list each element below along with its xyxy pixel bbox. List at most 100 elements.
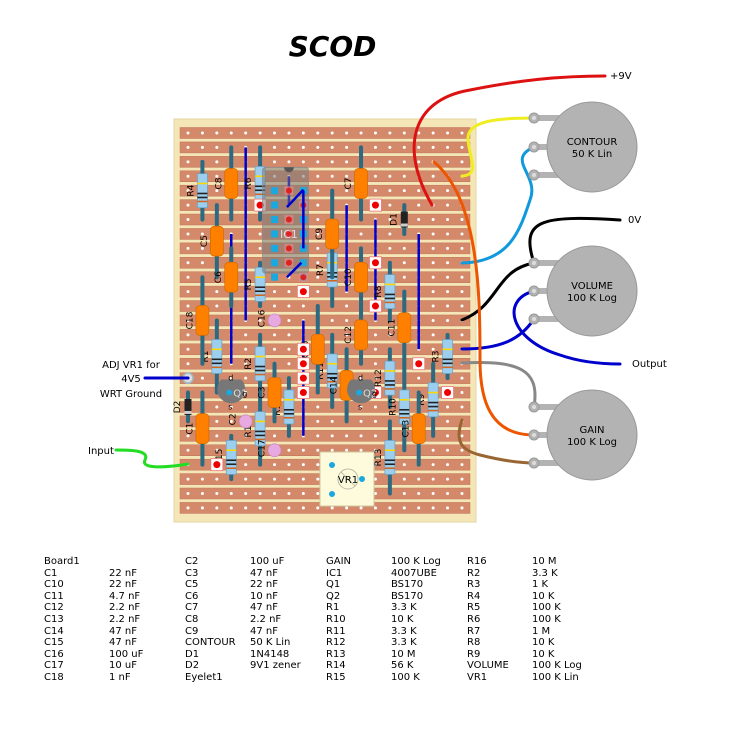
resistor-body (211, 339, 223, 374)
strip-hole (186, 145, 190, 149)
bom-row: Eyelet1 (185, 672, 301, 684)
bom-part-ref: C17 (44, 660, 64, 672)
strip-hole (431, 448, 435, 452)
strip-hole (446, 477, 450, 481)
strip-hole (258, 492, 262, 495)
bom-part-ref: GAIN (326, 556, 352, 567)
strip-hole (345, 333, 349, 337)
resistor-r1 (211, 339, 223, 374)
pot-terminal-hole (532, 116, 536, 120)
bom-part-ref: R10 (326, 613, 346, 625)
input-label: Input (88, 446, 114, 457)
copper-strip (179, 415, 471, 428)
strip-hole (446, 405, 450, 409)
capacitor-label: C10 (344, 268, 354, 286)
resistor-body (427, 382, 439, 418)
strip-hole (316, 232, 320, 236)
strip-hole (301, 160, 305, 164)
strip-hole (460, 275, 464, 279)
strip-cut-mark (299, 389, 307, 397)
color-band (255, 294, 266, 297)
pin-label-d: d (358, 374, 363, 383)
strip-hole (359, 434, 363, 438)
components: R4R6R5R1R2R7R8R11R12R3R9R10R14R16R15R13C… (173, 145, 454, 507)
strip-hole (446, 203, 450, 207)
bom-part-ref: C18 (44, 671, 64, 683)
bom-part-value: 2.2 nF (109, 613, 141, 625)
strip-hole (446, 275, 450, 279)
resistor-label: R10 (388, 398, 398, 416)
strip-hole (330, 318, 334, 322)
strip-hole (431, 506, 435, 510)
strip-hole (460, 376, 464, 380)
strip-hole (316, 434, 320, 438)
strip-hole (330, 160, 334, 164)
strip-hole (200, 506, 204, 510)
bom-part-value: 2.2 nF (250, 613, 282, 625)
ic1-chip: IC1 (262, 166, 309, 282)
bom-part-value: 47 nF (109, 637, 137, 649)
bom-part-ref: R3 (467, 579, 481, 591)
supply-label: +9V (610, 71, 632, 82)
color-band (283, 408, 294, 411)
pot-terminal-leg (534, 316, 564, 322)
copper-strip (179, 213, 471, 226)
strip-hole (301, 145, 305, 149)
wire-volume (460, 289, 622, 366)
strip-hole (446, 492, 450, 495)
pot-terminal-leg (534, 115, 564, 121)
resistor-r9 (427, 382, 439, 418)
color-band (327, 372, 338, 375)
strip-hole (258, 477, 262, 481)
strip-hole (373, 145, 377, 149)
pot-terminal-leg (534, 404, 564, 410)
ic-cut-mark (285, 245, 292, 252)
color-band (255, 355, 266, 358)
color-band (399, 412, 410, 415)
strip-hole (273, 492, 277, 495)
strip-hole (200, 261, 204, 265)
color-band (226, 459, 237, 462)
strip-hole (330, 419, 334, 423)
strip-hole (316, 419, 320, 423)
bom-part-value: 50 K Lin (250, 637, 291, 649)
color-band (384, 283, 395, 286)
bom-part-ref: C11 (44, 590, 64, 602)
color-band (428, 401, 439, 404)
strip-hole (316, 463, 320, 467)
bom-part-value: 56 K (391, 660, 414, 672)
copper-strip (179, 271, 471, 283)
resistor-body (384, 274, 396, 309)
strip-hole (215, 434, 219, 438)
strip-hole (244, 434, 248, 438)
strip-hole (287, 131, 291, 135)
strip-hole (186, 434, 190, 438)
strip-hole (258, 246, 262, 250)
strip-hole (316, 448, 320, 452)
strip-hole (460, 145, 464, 149)
bom-part-ref: C2 (185, 556, 199, 567)
strip-cut-mark (371, 201, 379, 209)
trimmer-vr1: VR1 (319, 451, 375, 507)
strip-hole (431, 218, 435, 222)
strip-hole (215, 174, 219, 178)
diode-band (184, 410, 192, 414)
strip-hole (287, 145, 291, 149)
strip-hole (287, 362, 291, 366)
resistor-r10 (398, 389, 410, 425)
strip-hole (446, 434, 450, 438)
capacitor-c13 (411, 413, 426, 444)
bom-part-value: 100 K (391, 671, 420, 683)
strip-hole (460, 232, 464, 236)
bom-part-ref: R7 (467, 625, 481, 637)
